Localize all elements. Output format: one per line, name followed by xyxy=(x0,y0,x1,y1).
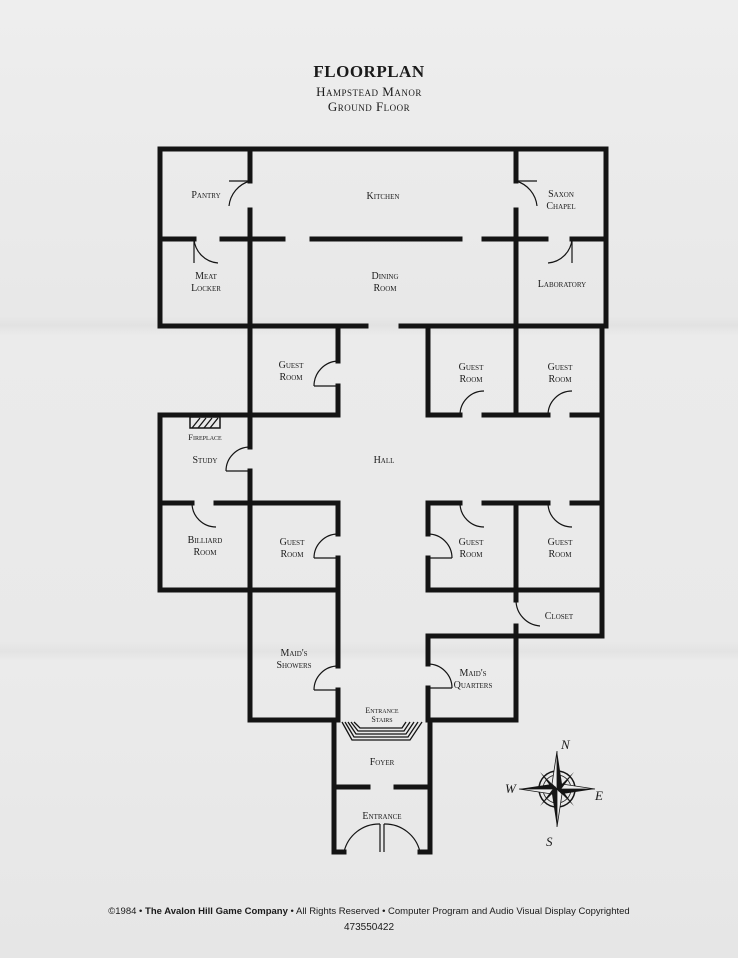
fireplace-icon xyxy=(189,416,221,429)
label-meat: Meat xyxy=(195,271,217,282)
label-maids-quarters-2: Quarters xyxy=(454,680,493,691)
label-guest-3a: Guest xyxy=(548,362,573,373)
label-guest-4a: Guest xyxy=(280,537,305,548)
door-arc xyxy=(313,665,339,691)
door-arc xyxy=(547,502,573,528)
door-arc xyxy=(228,180,251,207)
door-arc xyxy=(547,238,573,264)
label-locker: Locker xyxy=(191,283,221,294)
label-guest-3b: Room xyxy=(548,374,572,385)
door-arc xyxy=(459,502,485,528)
door-arc xyxy=(225,446,251,472)
label-guest-1b: Room xyxy=(279,372,303,383)
label-closet: Closet xyxy=(545,611,574,622)
door-arc xyxy=(191,502,217,528)
label-guest-2b: Room xyxy=(459,374,483,385)
door-arc xyxy=(313,533,339,559)
compass-n: N xyxy=(560,737,571,752)
footer-company: The Avalon Hill Game Company xyxy=(145,906,288,917)
door-arc xyxy=(515,180,538,207)
footer-copyright: ©1984 • The Avalon Hill Game Company • A… xyxy=(108,906,630,917)
label-maids-showers-2: Showers xyxy=(276,660,311,671)
door-arc xyxy=(383,823,421,853)
compass-e: E xyxy=(594,788,603,803)
label-entrance-stairs-2: Stairs xyxy=(371,715,392,724)
label-dining-room: Room xyxy=(373,283,397,294)
door-arc xyxy=(515,599,541,627)
footer-rights: All Rights Reserved xyxy=(296,906,380,917)
walls xyxy=(157,146,609,855)
label-pantry: Pantry xyxy=(191,190,220,201)
page-subtitle-floor: Ground Floor xyxy=(327,99,411,114)
label-guest-6a: Guest xyxy=(548,537,573,548)
door-arc xyxy=(343,823,381,853)
footer-part-number: 473550422 xyxy=(343,922,395,933)
label-entrance-stairs-1: Entrance xyxy=(365,706,399,715)
compass-w: W xyxy=(505,781,517,796)
door-arc xyxy=(313,360,339,387)
footer-copyright-year: ©1984 xyxy=(108,906,137,917)
label-guest-2a: Guest xyxy=(459,362,484,373)
label-maids-showers-1: Maid's xyxy=(280,648,307,659)
compass-s: S xyxy=(546,834,553,849)
label-chapel: Chapel xyxy=(546,201,575,212)
label-guest-6b: Room xyxy=(548,549,572,560)
label-entrance: Entrance xyxy=(362,811,401,822)
label-saxon: Saxon xyxy=(548,189,574,200)
door-arc xyxy=(427,663,453,689)
label-guest-1a: Guest xyxy=(279,360,304,371)
room-labels: Pantry Kitchen Saxon Chapel Meat Locker … xyxy=(188,189,587,822)
label-maids-quarters-1: Maid's xyxy=(459,668,486,679)
footer-program: Computer Program and Audio Visual Displa… xyxy=(388,906,630,917)
door-arc xyxy=(427,533,453,559)
door-swings xyxy=(191,180,573,853)
compass-rose-icon: N S E W xyxy=(505,737,603,849)
page-title: FLOORPLAN xyxy=(313,62,425,81)
label-hall: Hall xyxy=(374,455,395,466)
label-fireplace: Fireplace xyxy=(188,432,222,442)
label-guest-5b: Room xyxy=(459,549,483,560)
entrance-stairs-icon xyxy=(341,721,423,741)
label-dining: Dining xyxy=(371,271,398,282)
door-arc xyxy=(547,390,573,416)
label-laboratory: Laboratory xyxy=(538,279,586,290)
label-foyer: Foyer xyxy=(370,757,395,768)
door-arc xyxy=(193,238,219,264)
page-subtitle-manor: Hampstead Manor xyxy=(316,84,422,99)
label-guest-5a: Guest xyxy=(459,537,484,548)
label-study: Study xyxy=(192,455,217,466)
door-arc xyxy=(459,390,485,416)
label-kitchen: Kitchen xyxy=(367,191,400,202)
label-billiard-room: Room xyxy=(193,547,217,558)
label-billiard: Billiard xyxy=(188,535,223,546)
label-guest-4b: Room xyxy=(280,549,304,560)
